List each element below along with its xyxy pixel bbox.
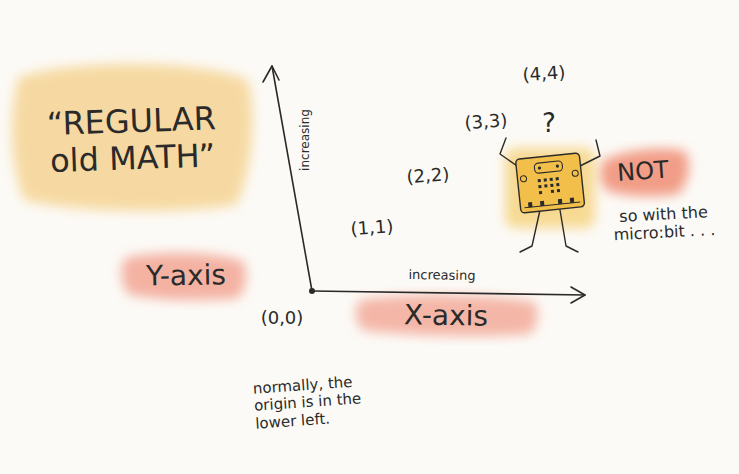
coordinate-label: (2,2) [406,164,450,188]
emphasis-note: NOT [616,156,669,187]
origin-dot [309,288,315,294]
axis-name: X-axis [404,299,489,333]
y-axis-line [272,66,312,291]
axis-note: increasing [299,109,313,171]
question-mark: ? [542,109,556,139]
title-highlight [12,64,253,211]
x-axis-arrowhead [571,287,585,303]
x-axis-line [312,291,585,295]
y-axis-arrowhead [263,66,279,82]
origin-note: normally, the origin is in the lower lef… [252,372,387,433]
y-axis-highlight [122,253,246,300]
coordinate-label: (1,1) [350,216,394,240]
coordinate-label: (4,4) [522,62,566,86]
side-note: so with the micro:bit . . . [611,203,717,245]
axis-note: increasing [408,268,475,284]
coordinate-label: (0,0) [261,308,304,329]
microbit-character [500,138,600,252]
sketch-title: “REGULAR old MATH” [46,100,217,179]
not-highlight [600,149,689,196]
x-axis-highlight [356,295,538,336]
axis-name: Y-axis [146,259,227,293]
coordinate-label: (3,3) [464,110,508,134]
